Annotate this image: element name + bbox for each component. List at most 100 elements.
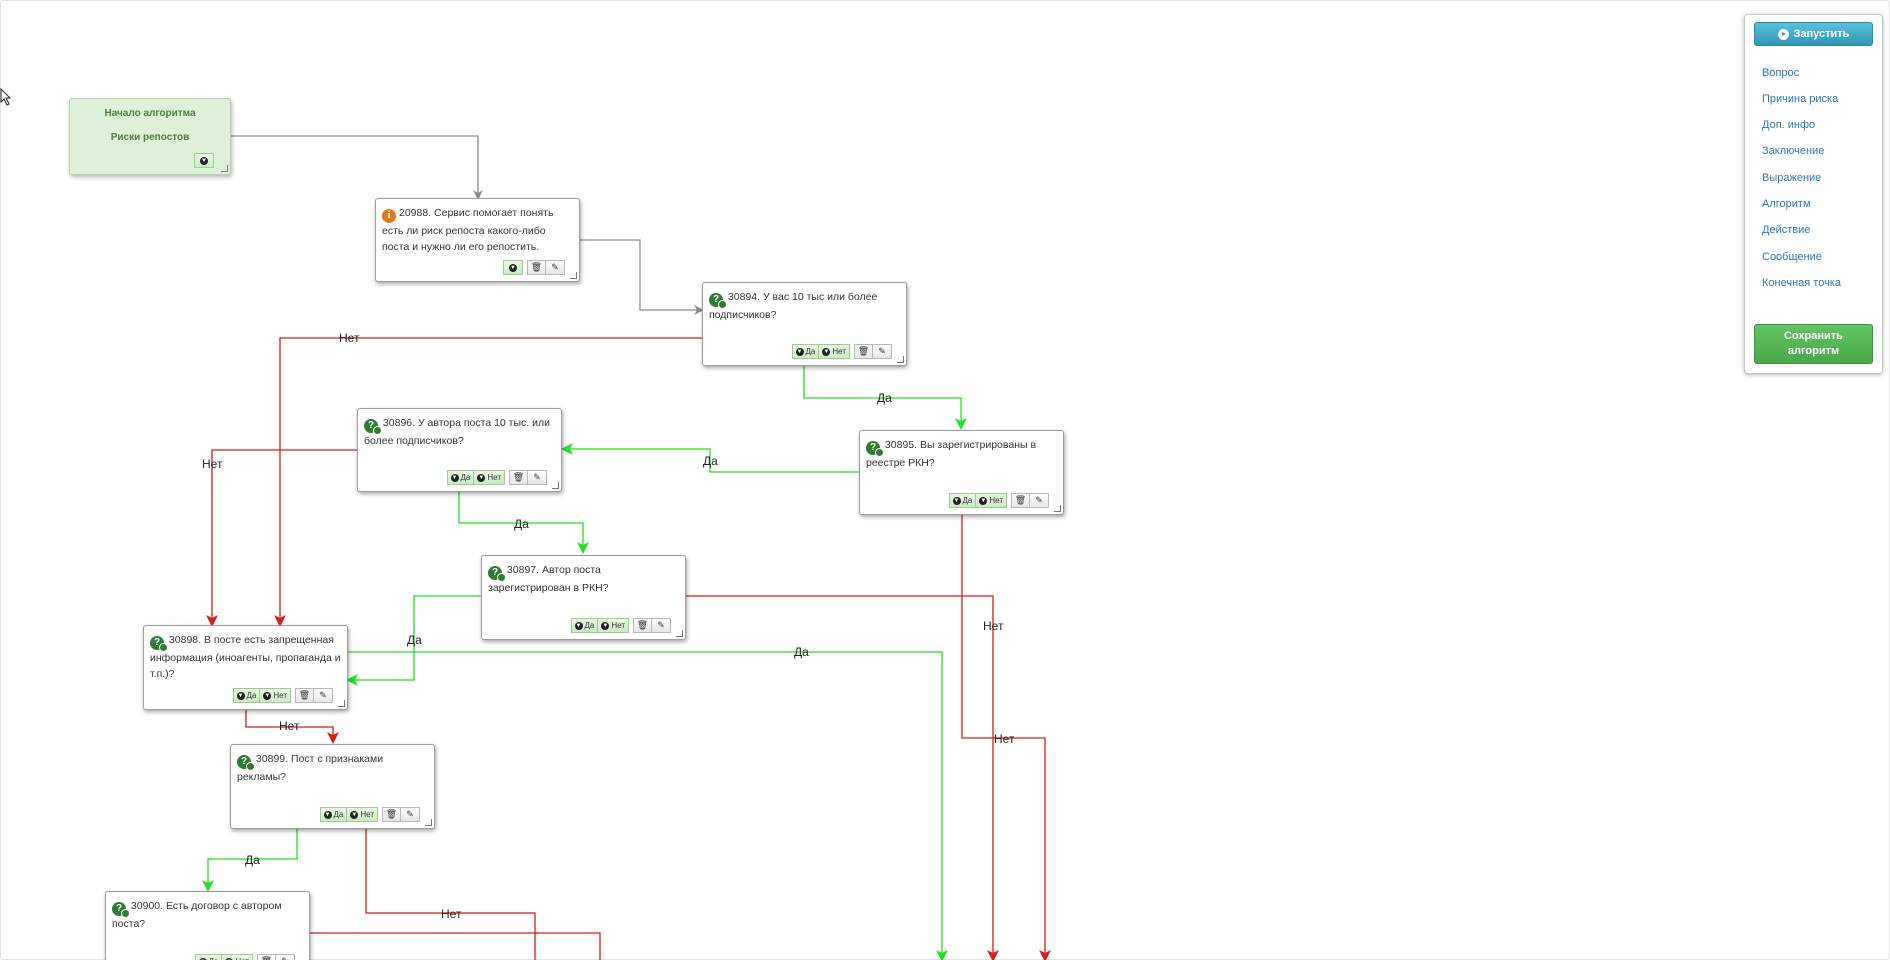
node-text: 30899. Пост с признаками рекламы? [237,753,384,783]
edit-icon[interactable]: ✎ [276,954,295,960]
edit-icon[interactable]: ✎ [652,618,671,633]
yes-button[interactable]: ▼Да [194,954,223,960]
yes-button[interactable]: ▼Да [948,493,977,508]
no-button[interactable]: ▼Нет [347,807,378,822]
delete-icon[interactable]: 🗑 [1011,493,1030,508]
edge-label-no: Нет [339,331,360,345]
yes-button[interactable]: ▼Да [319,807,348,822]
question-icon: ? [488,566,506,582]
edit-icon[interactable]: ✎ [528,470,547,485]
edge-label-yes: Да [703,454,718,468]
node-30895[interactable]: ? 30895. Вы зарегистрированы в реестре Р… [859,430,1064,515]
yes-button[interactable]: ▼Да [446,470,475,485]
edge-30897-yes [346,595,481,686]
palette-item-message[interactable]: Сообщение [1762,251,1822,263]
resize-handle[interactable] [897,356,904,363]
node-text: 30898. В посте есть запрещенная информац… [150,634,341,680]
node-30899[interactable]: ? 30899. Пост с признаками рекламы? ▼Да▼… [230,744,435,829]
edge-30898-yes [348,651,948,960]
delete-icon[interactable]: 🗑 [295,688,314,703]
question-icon: ? [150,636,168,652]
yes-button[interactable]: ▼Да [232,688,261,703]
resize-handle[interactable] [1054,505,1061,512]
edge-30895-yes [561,443,861,473]
mouse-cursor-icon [0,88,12,106]
edit-icon[interactable]: ✎ [1030,493,1049,508]
node-30896[interactable]: ? 30896. У автора поста 10 тыс. или боле… [357,408,562,492]
node-text: 30897. Автор поста зарегистрирован в РКН… [488,564,609,594]
resize-handle[interactable] [221,165,228,172]
start-node[interactable]: Начало алгоритма Риски репостов ▼ [69,98,231,175]
edge-label-yes: Да [794,645,809,659]
no-button[interactable]: ▼Нет [819,344,850,359]
delete-icon[interactable]: 🗑 [257,954,276,960]
no-button[interactable]: ▼Нет [474,470,505,485]
node-30894[interactable]: ? 30894. У вас 10 тыс или более подписчи… [702,282,907,366]
node-text: 30895. Вы зарегистрированы в реестре РКН… [866,439,1037,469]
edge-30897-no [685,595,999,960]
question-icon: ? [364,419,382,435]
next-arrow-button[interactable]: ▼ [194,153,214,168]
resize-handle[interactable] [570,272,577,279]
edge-label-no: Нет [441,907,462,921]
yes-button[interactable]: ▼Да [570,618,599,633]
edge-30898-no [245,709,339,744]
palette-item-question[interactable]: Вопрос [1762,67,1800,79]
palette-item-conclusion[interactable]: Заключение [1762,145,1825,157]
node-30900[interactable]: ? 30900. Есть договор с автором поста? ▼… [105,891,310,960]
edit-icon[interactable]: ✎ [314,688,333,703]
play-icon [1777,28,1789,40]
delete-icon[interactable]: 🗑 [527,260,546,275]
edge-label-yes: Да [514,517,529,531]
edge-30899-no [365,828,536,960]
edit-icon[interactable]: ✎ [546,260,565,275]
edge-label-no: Нет [983,619,1004,633]
no-button[interactable]: ▼Нет [976,493,1007,508]
node-30898[interactable]: ? 30898. В посте есть запрещенная информ… [143,625,348,710]
no-button[interactable]: ▼Нет [598,618,629,633]
edge-30894-yes [803,364,967,430]
next-arrow-button[interactable]: ▼ [503,260,523,275]
palette-item-algorithm[interactable]: Алгоритм [1762,198,1811,210]
start-node-title: Начало алгоритма [104,108,196,119]
palette-item-end-point[interactable]: Конечная точка [1762,277,1841,289]
no-button[interactable]: ▼Нет [222,954,253,960]
node-text: 30894. У вас 10 тыс или более подписчико… [709,291,878,321]
palette-item-risk-reason[interactable]: Причина риска [1762,93,1839,105]
edge-30896-no [206,449,360,627]
edge-label-yes: Да [877,391,892,405]
node-text: 30896. У автора поста 10 тыс. или более … [364,417,550,447]
save-algorithm-button[interactable]: Сохранить алгоритм [1754,324,1873,364]
edge-label-yes: Да [245,853,260,867]
delete-icon[interactable]: 🗑 [633,618,652,633]
delete-icon[interactable]: 🗑 [382,807,401,822]
resize-handle[interactable] [425,819,432,826]
no-button[interactable]: ▼Нет [260,688,291,703]
palette-item-extra-info[interactable]: Доп. инфо [1762,119,1816,131]
edge-30894-no [274,337,704,627]
element-palette-panel: Запустить Вопрос Причина риска Доп. инфо… [1744,14,1883,374]
edge-30895-no [961,515,1051,960]
delete-icon[interactable]: 🗑 [854,344,873,359]
resize-handle[interactable] [338,700,345,707]
info-icon: i [382,209,396,223]
palette-item-expression[interactable]: Выражение [1762,172,1822,184]
edge-30896-yes [458,491,589,554]
question-icon: ? [237,755,255,771]
edge-label-no: Нет [279,719,300,733]
edit-icon[interactable]: ✎ [873,344,892,359]
node-30897[interactable]: ? 30897. Автор поста зарегистрирован в Р… [481,555,686,640]
yes-button[interactable]: ▼Да [791,344,820,359]
resize-handle[interactable] [552,482,559,489]
resize-handle[interactable] [676,630,683,637]
edge-label-yes: Да [407,633,422,647]
palette-item-action[interactable]: Действие [1762,224,1811,236]
delete-icon[interactable]: 🗑 [509,470,528,485]
node-text: 20988. Сервис помогает понять есть ли ри… [382,207,554,253]
question-icon: ? [709,293,727,309]
edit-icon[interactable]: ✎ [401,807,420,822]
run-button[interactable]: Запустить [1754,22,1873,46]
